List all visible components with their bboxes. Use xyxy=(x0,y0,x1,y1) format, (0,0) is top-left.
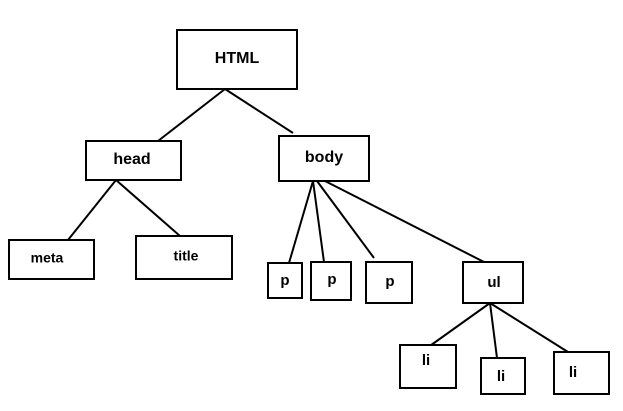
node-head-box xyxy=(85,140,182,181)
node-body-box xyxy=(278,135,370,182)
node-body-label: body xyxy=(305,149,343,166)
node-head: head xyxy=(85,140,182,181)
node-ul-label: ul xyxy=(487,274,500,291)
edge-body-p2 xyxy=(312,180,325,263)
node-li1: li xyxy=(399,344,457,389)
node-title-label: title xyxy=(174,248,199,264)
node-ul-box xyxy=(462,261,524,304)
edge-head-title xyxy=(115,179,181,237)
node-li2: li xyxy=(480,357,526,395)
node-title-box xyxy=(135,235,233,280)
node-p3-label: p xyxy=(385,273,394,290)
edge-body-p3 xyxy=(316,180,375,259)
node-meta-box xyxy=(8,239,95,280)
node-p2-label: p xyxy=(327,271,336,288)
edge-body-ul xyxy=(324,180,485,263)
node-body: body xyxy=(278,135,370,182)
node-li2-box xyxy=(480,357,526,395)
node-p1-box xyxy=(267,262,303,299)
node-p3: p xyxy=(365,261,413,304)
node-html: HTML xyxy=(176,29,298,90)
edge-ul-li1 xyxy=(426,302,491,349)
node-head-label: head xyxy=(113,151,150,168)
node-li1-box xyxy=(399,344,457,389)
node-li3-label: li xyxy=(569,364,577,381)
node-p2-box xyxy=(310,261,352,301)
node-li3-box xyxy=(553,351,610,395)
node-p2: p xyxy=(310,261,352,301)
node-p3-box xyxy=(365,261,413,304)
node-li1-label: li xyxy=(422,352,430,369)
edge-html-body xyxy=(224,88,294,134)
node-li3: li xyxy=(553,351,610,395)
node-ul: ul xyxy=(462,261,524,304)
node-html-box xyxy=(176,29,298,90)
edge-head-meta xyxy=(67,179,117,241)
edge-body-p1 xyxy=(288,180,314,264)
node-meta-label: meta xyxy=(31,250,64,266)
node-p1: p xyxy=(267,262,303,299)
node-p1-label: p xyxy=(280,272,289,289)
node-li2-label: li xyxy=(497,368,505,385)
node-title: title xyxy=(135,235,233,280)
node-html-label: HTML xyxy=(215,50,260,67)
edge-html-head xyxy=(157,88,226,142)
edge-ul-li3 xyxy=(489,302,569,353)
edge-ul-li2 xyxy=(489,302,498,359)
node-meta: meta xyxy=(8,239,95,280)
tree-edges xyxy=(67,88,569,359)
